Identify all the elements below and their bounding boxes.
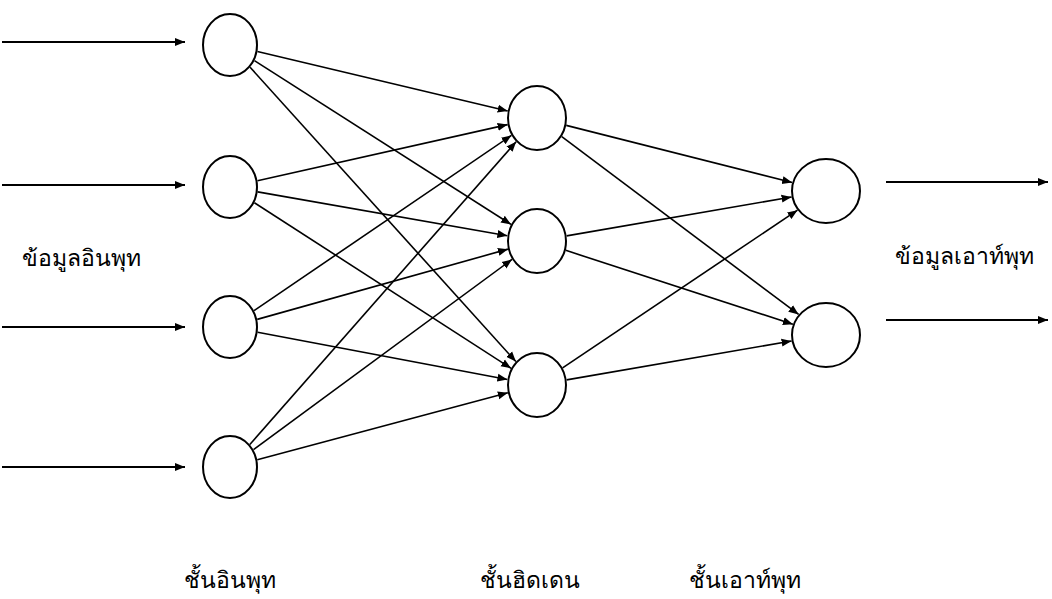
label-text: ชั้นฮิดเดน — [478, 568, 582, 593]
neuron-outline — [202, 13, 258, 77]
neuron-outline — [202, 435, 258, 499]
layer-label: ชั้นอินพุท — [182, 562, 278, 598]
weight-connector — [254, 259, 513, 449]
layer-label: ชั้นฮิดเดน — [478, 562, 582, 598]
neuron-circle — [202, 155, 258, 219]
neuron-circle — [791, 158, 861, 224]
weight-connector — [257, 249, 508, 319]
neuron-outline — [507, 208, 567, 274]
neuron-circle — [507, 352, 567, 418]
input-arrow — [2, 326, 185, 328]
label-text: ชั้นอินพุท — [182, 568, 278, 593]
output-arrow — [886, 181, 1048, 183]
weight-connector — [250, 142, 516, 445]
neuron-outline — [202, 155, 258, 219]
input-arrow — [2, 466, 185, 468]
weight-connector — [257, 52, 507, 112]
input-arrow — [2, 184, 185, 186]
layer-label: ข้อมูลอินพุท — [20, 240, 143, 276]
weight-connector — [257, 125, 507, 181]
weight-connector — [250, 67, 516, 361]
label-text: ข้อมูลอินพุท — [20, 246, 143, 271]
neuron-circle — [507, 85, 567, 151]
weight-connector — [254, 203, 511, 369]
weight-connector — [254, 61, 511, 225]
label-text: ข้อมูลเอาท์พุท — [893, 244, 1036, 269]
neuron-outline — [507, 352, 567, 418]
neuron-outline — [507, 85, 567, 151]
weight-connector — [563, 210, 798, 368]
weight-connector — [567, 341, 792, 380]
neuron-circle — [791, 302, 861, 368]
neuron-circle — [202, 435, 258, 499]
layer-label: ชั้นเอาท์พุท — [687, 562, 803, 598]
weight-connector — [567, 197, 792, 236]
weight-connector — [566, 125, 792, 182]
neuron-circle — [202, 295, 258, 359]
output-arrow — [886, 319, 1048, 321]
weight-connector — [566, 250, 793, 324]
neuron-circle — [202, 13, 258, 77]
neuron-outline — [791, 302, 861, 368]
layer-label: ข้อมูลเอาท์พุท — [893, 238, 1036, 274]
neuron-outline — [791, 158, 861, 224]
input-arrow — [2, 41, 185, 43]
neuron-circle — [507, 208, 567, 274]
weight-connector — [257, 393, 508, 460]
label-text: ชั้นเอาท์พุท — [687, 568, 803, 593]
weight-connector — [258, 332, 508, 379]
neuron-outline — [202, 295, 258, 359]
